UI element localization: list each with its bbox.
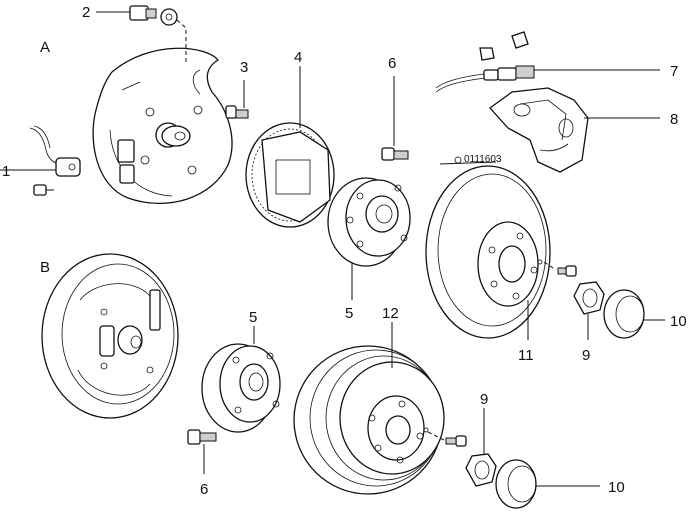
bolt-6b (187, 429, 217, 445)
drum-set-screw (427, 431, 467, 447)
callout-3: 3 (240, 59, 248, 76)
hub-nut-9a (573, 281, 605, 315)
backing-plate-b (41, 253, 179, 419)
wheel-hub-a-5 (327, 177, 411, 267)
hub-cap-10b (495, 459, 537, 509)
callout-1: 1 (2, 163, 10, 180)
callout-12: 12 (382, 305, 399, 322)
callout-9b: 9 (480, 391, 488, 408)
section-label-b: B (40, 259, 50, 276)
section-label-a: A (40, 39, 50, 56)
hub-nut-9b (465, 453, 497, 487)
brake-disc-11 (425, 165, 551, 339)
callout-10b: 10 (608, 479, 625, 496)
callout-4: 4 (294, 49, 302, 66)
figure-code-arrow-icon (439, 156, 497, 165)
brake-hose-7 (435, 31, 535, 93)
disc-set-screw (543, 261, 577, 277)
callout-5a: 5 (345, 305, 353, 322)
callout-10a: 10 (670, 313, 687, 330)
tone-ring-4 (245, 122, 335, 228)
callout-5b: 5 (249, 309, 257, 326)
callout-2: 2 (82, 4, 90, 21)
callout-9a: 9 (582, 347, 590, 364)
bolt-3 (225, 105, 249, 119)
hub-cap-10a (603, 289, 645, 339)
wheel-hub-b-5 (201, 343, 281, 433)
figure-code: 0111603 (464, 154, 502, 165)
callout-6a: 6 (388, 55, 396, 72)
callout-7: 7 (670, 63, 678, 80)
bolt-and-washer-2 (129, 5, 187, 62)
callout-8: 8 (670, 111, 678, 128)
bolt-6a (381, 147, 409, 161)
brake-drum-12 (293, 345, 445, 495)
callout-11: 11 (518, 347, 534, 364)
callout-6b: 6 (200, 481, 208, 498)
brake-caliper-8 (489, 87, 589, 173)
backing-plate-a (92, 47, 233, 205)
abs-sensor-1 (29, 125, 81, 196)
